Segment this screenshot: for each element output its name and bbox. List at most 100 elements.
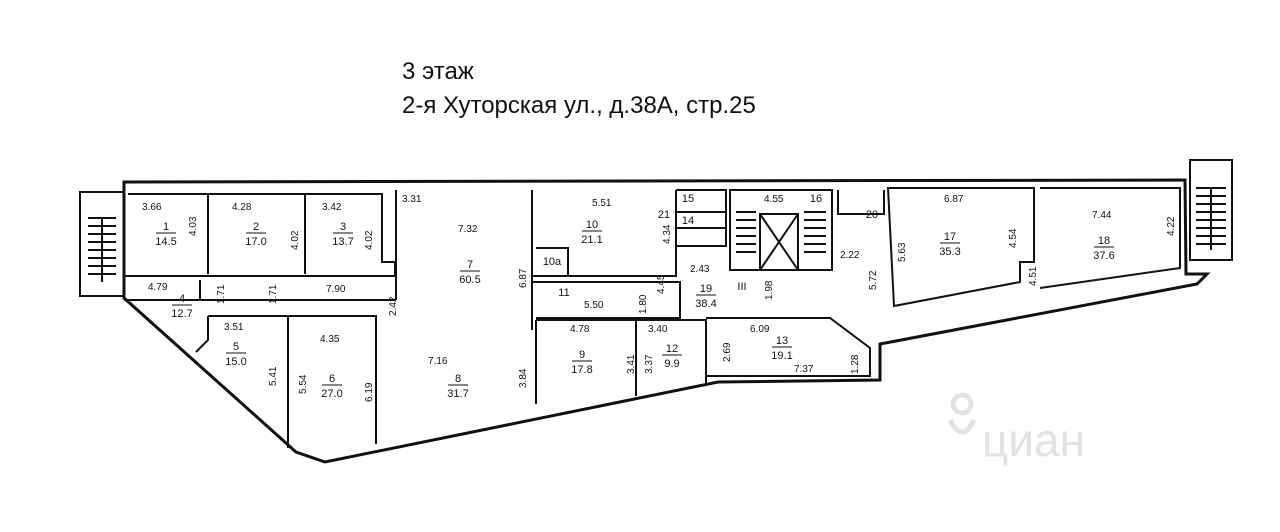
room-area: 60.5 xyxy=(459,274,480,286)
room-area: 13.7 xyxy=(332,236,353,248)
room-area: 37.6 xyxy=(1093,250,1114,262)
room-number: 11 xyxy=(558,287,569,299)
room-number: 6 xyxy=(329,373,335,385)
room-6: 6 27.0 xyxy=(321,373,342,400)
dimension-label: 5.54 xyxy=(298,374,309,394)
room-number: 20 xyxy=(866,209,878,221)
room-10: 10 21.1 xyxy=(581,219,602,246)
room-number: 5 xyxy=(233,341,239,353)
dimension-label: 4.54 xyxy=(1008,228,1019,248)
room-number: 10а xyxy=(543,256,562,268)
room-area: 15.0 xyxy=(225,356,246,368)
room-area: 27.0 xyxy=(321,388,342,400)
dimension-label: 5.51 xyxy=(592,198,612,209)
dimension-label: 4.34 xyxy=(662,224,673,244)
dimension-label: 3.42 xyxy=(322,202,342,213)
outer-walls xyxy=(122,178,1211,464)
room-17: 17 35.3 xyxy=(939,231,960,258)
dimension-label: 2.43 xyxy=(690,264,710,275)
dimension-label: 6.87 xyxy=(518,268,529,288)
floor-title: 3 этаж xyxy=(402,58,474,85)
room-8: 8 31.7 xyxy=(447,373,468,400)
room-number: 18 xyxy=(1098,235,1110,247)
room-area: 38.4 xyxy=(695,298,716,310)
room-3: 3 13.7 xyxy=(332,221,353,248)
dimension-label: 4.03 xyxy=(188,216,199,236)
room-number: 4 xyxy=(179,293,185,305)
dimension-label: 1.71 xyxy=(216,284,227,304)
room-number: 14 xyxy=(682,215,694,227)
dimension-label: 7.16 xyxy=(428,356,448,367)
room-9: 9 17.8 xyxy=(571,349,592,376)
room-area: 17.8 xyxy=(571,364,592,376)
room-number: 21 xyxy=(658,209,670,221)
room-area: 31.7 xyxy=(447,388,468,400)
room-20: 20 xyxy=(866,209,878,221)
address-title: 2-я Хуторская ул., д.38А, стр.25 xyxy=(402,92,756,119)
room-number: 1 xyxy=(163,221,169,233)
room-19: 19 38.4 xyxy=(695,283,716,310)
room-13: 13 19.1 xyxy=(771,335,792,362)
room-16: 16 xyxy=(810,193,822,205)
dimension-label: 1.71 xyxy=(268,284,279,304)
room-number: 2 xyxy=(253,221,259,233)
dimension-label: 2.42 xyxy=(388,296,399,316)
room-number: 7 xyxy=(467,259,473,271)
room-number: 17 xyxy=(944,231,956,243)
room-21: 21 xyxy=(658,209,670,221)
dimension-label: 5.63 xyxy=(897,242,908,262)
dimension-label: 6.87 xyxy=(944,194,964,205)
dimension-label: 3.41 xyxy=(626,354,637,374)
stairwell-label: III xyxy=(737,281,746,293)
dimension-label: 2.22 xyxy=(840,250,860,261)
room-2: 2 17.0 xyxy=(245,221,266,248)
room-number: 15 xyxy=(682,193,694,205)
dimension-label: 4.02 xyxy=(364,230,375,250)
room-18: 18 37.6 xyxy=(1093,235,1114,262)
watermark-text: циан xyxy=(982,414,1085,466)
dimension-label: 6.09 xyxy=(750,324,770,335)
dimension-label: 5.72 xyxy=(868,270,879,290)
room-number: III xyxy=(737,281,746,293)
dimension-label: 4.28 xyxy=(232,202,252,213)
dimension-label: 7.37 xyxy=(794,364,814,375)
room-area: 17.0 xyxy=(245,236,266,248)
dimension-label: 1.98 xyxy=(764,280,775,300)
room-number: 9 xyxy=(579,349,585,361)
room-area: 9.9 xyxy=(664,358,679,370)
dimension-label: 3.66 xyxy=(142,202,162,213)
room-14: 14 xyxy=(682,215,694,227)
room-area: 19.1 xyxy=(771,350,792,362)
dimension-label: 6.19 xyxy=(364,382,375,402)
dimension-label: 5.41 xyxy=(268,366,279,386)
interior-walls xyxy=(79,159,1233,448)
dimension-label: 3.51 xyxy=(224,322,244,333)
room-area: 12.7 xyxy=(171,308,192,320)
dimension-label: 3.37 xyxy=(644,354,655,374)
room-number: 19 xyxy=(700,283,712,295)
dimension-label: 3.84 xyxy=(518,368,529,388)
room-area: 35.3 xyxy=(939,246,960,258)
room-number: 16 xyxy=(810,193,822,205)
room-10a: 10а xyxy=(543,256,562,268)
dimension-label: 4.02 xyxy=(290,230,301,250)
room-5: 5 15.0 xyxy=(225,341,246,368)
dimension-label: 4.78 xyxy=(570,324,590,335)
room-1: 1 14.5 xyxy=(155,221,176,248)
dimension-label: 3.31 xyxy=(402,194,422,205)
room-number: 8 xyxy=(455,373,461,385)
dimension-label: 4.51 xyxy=(1028,266,1039,286)
dimension-label: 5.50 xyxy=(584,300,604,311)
dimension-label: 7.44 xyxy=(1092,210,1112,221)
room-number: 13 xyxy=(776,335,788,347)
dimension-label: 4.55 xyxy=(764,194,784,205)
dimension-label: 1.80 xyxy=(638,294,649,314)
room-number: 3 xyxy=(340,221,346,233)
room-4: 4 12.7 xyxy=(171,293,192,320)
room-7: 7 60.5 xyxy=(459,259,480,286)
dimension-label: 1.28 xyxy=(850,354,861,374)
dimension-label: 2.69 xyxy=(722,342,733,362)
room-15: 15 xyxy=(682,193,694,205)
dimension-label: 4.22 xyxy=(1166,216,1177,236)
